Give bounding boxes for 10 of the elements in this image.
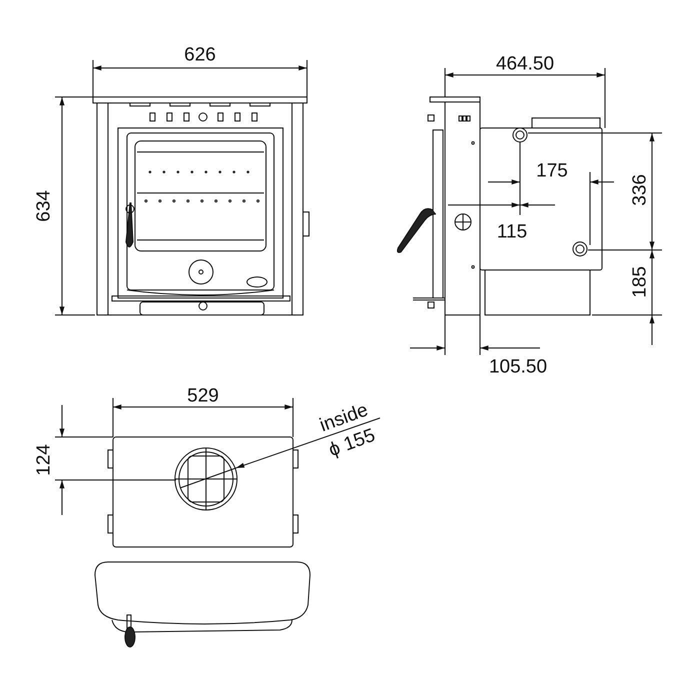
dimension-value: 175	[536, 162, 568, 180]
dimension-value: 105.50	[488, 358, 548, 376]
dimension-value: 626	[184, 46, 216, 64]
dimension-value: 124	[34, 444, 54, 476]
dimension-value: 336	[630, 174, 650, 206]
dimension-value: 634	[34, 190, 54, 222]
dimension-value: 185	[630, 266, 650, 298]
dimension-value: 529	[187, 386, 219, 406]
dimension-value: 464.50	[496, 54, 554, 74]
dimension-value: 115	[496, 222, 528, 242]
